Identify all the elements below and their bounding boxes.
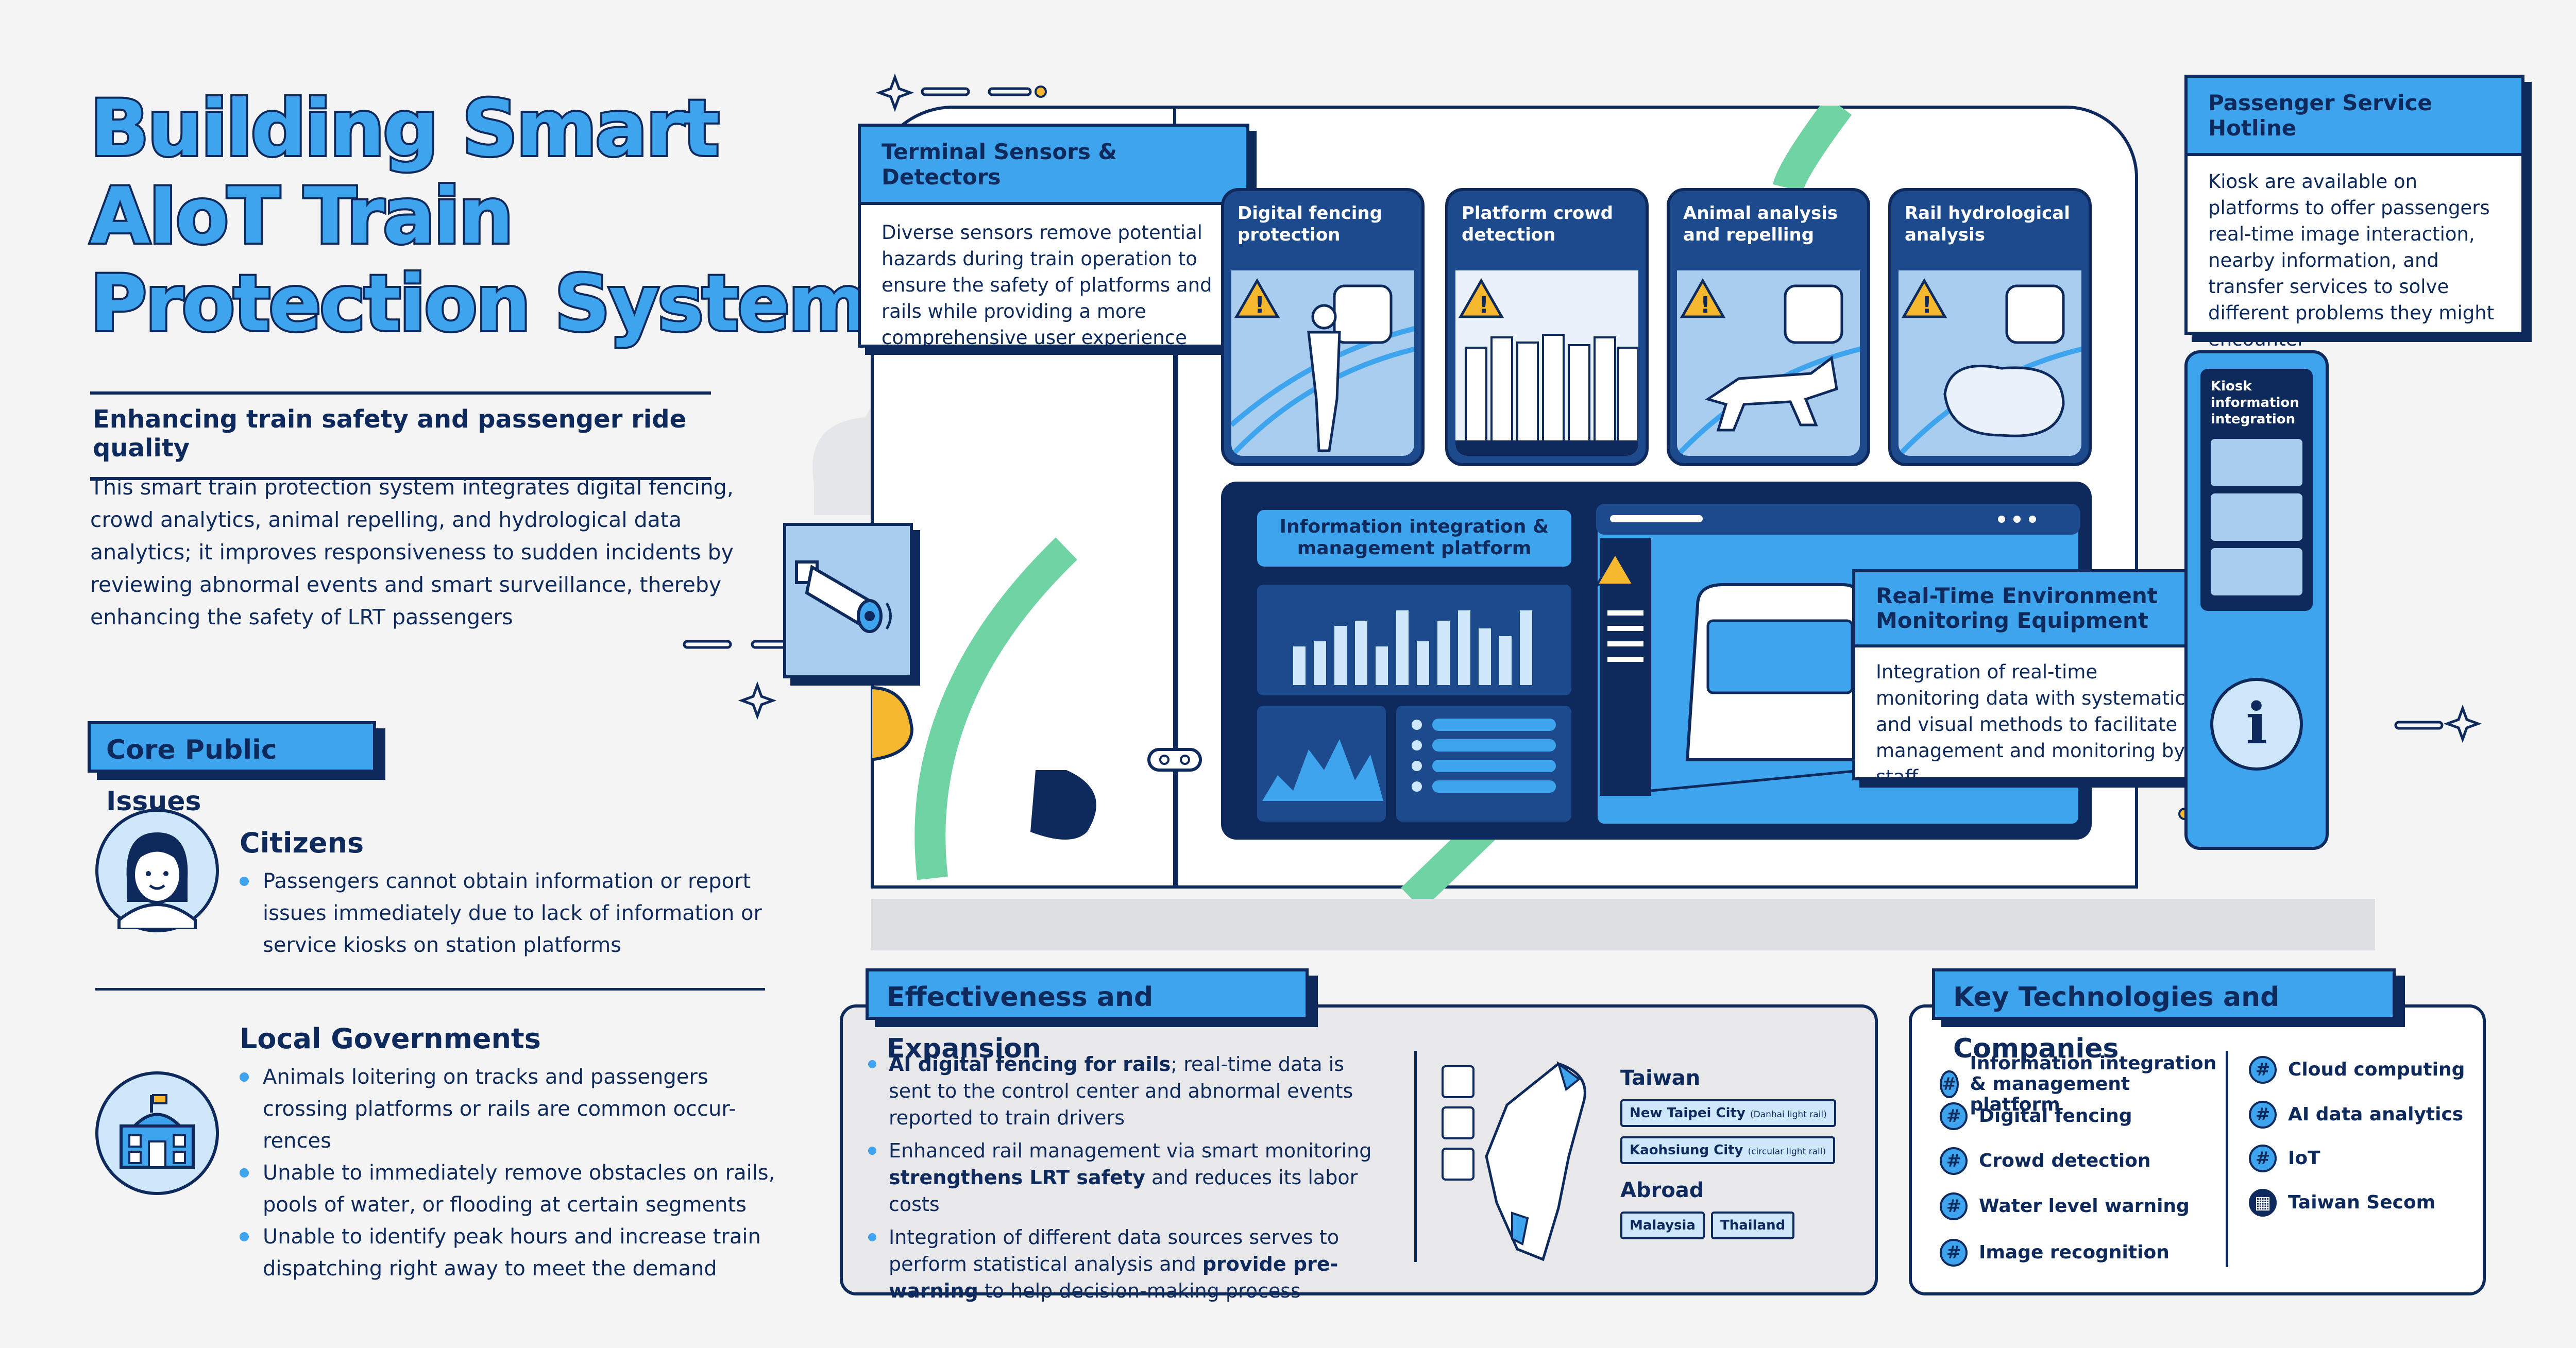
terminal-sensors-title: Terminal Sensors & Detectors — [861, 127, 1246, 205]
hash-icon: # — [2249, 1101, 2277, 1129]
svg-text:!: ! — [1255, 292, 1265, 318]
effectiveness-item: Enhanced rail management via smart monit… — [868, 1137, 1383, 1218]
abroad-label: Abroad — [1620, 1179, 1704, 1202]
management-platform-label: Information integration & management pla… — [1257, 510, 1571, 567]
station-platform — [871, 899, 2375, 950]
taiwan-label: Taiwan — [1620, 1066, 1701, 1090]
tech-item: #Cloud computing — [2249, 1056, 2470, 1084]
core-public-issues-tag: Core Public Issues — [88, 721, 376, 817]
citizens-bullet: Passengers cannot obtain information or … — [240, 865, 781, 961]
effectiveness-divider — [1414, 1051, 1417, 1262]
citizens-heading: Citizens — [240, 827, 364, 859]
key-technologies-panel — [1909, 1004, 2486, 1295]
effectiveness-item: Integration of different data sources se… — [868, 1224, 1383, 1304]
scene-card-rail-hydrological: Rail hydrological analysis ! — [1888, 188, 2092, 466]
hash-icon: # — [1940, 1102, 1968, 1130]
hash-icon: # — [1940, 1070, 1959, 1098]
monitoring-equipment-body: Integration of real-time monitoring data… — [1876, 661, 2185, 788]
terminal-sensors-body: Diverse sensors remove potential hazards… — [882, 221, 1212, 349]
scene-label: Rail hydrological analysis — [1905, 203, 2070, 245]
hash-icon: # — [2249, 1056, 2277, 1084]
hash-icon: # — [1940, 1239, 1968, 1267]
person-on-track-icon: ! — [1231, 278, 1414, 456]
kiosk-info-label: Kiosk information integration — [2211, 379, 2299, 427]
scene-card-crowd-detection: Platform crowd detection ! — [1445, 188, 1649, 466]
location-chip-thailand: Thailand — [1710, 1212, 1795, 1239]
scene-card-digital-fencing: Digital fencing protection ! — [1221, 188, 1425, 466]
location-chip-kaohsiung: Kaohsiung City (circular light rail) — [1620, 1136, 1836, 1164]
kiosk-clock-row — [2211, 548, 2302, 595]
kiosk-bus-row — [2211, 439, 2302, 486]
info-icon[interactable]: i — [2210, 678, 2303, 771]
passenger-hotline-card: Passenger Service Hotline Kiosk are avai… — [2184, 75, 2524, 350]
scene-card-animal-analysis: Animal analysis and repelling ! — [1667, 188, 1870, 466]
building-logo-icon: ▦ — [2249, 1189, 2277, 1217]
tech-divider — [2226, 1051, 2228, 1267]
svg-text:!: ! — [1479, 292, 1489, 318]
effectiveness-item: AI digital fencing for rails; real-time … — [868, 1051, 1383, 1131]
tech-item: ▦Taiwan Secom — [2249, 1189, 2470, 1217]
scene-label: Digital fencing protection — [1238, 203, 1382, 245]
svg-text:!: ! — [1922, 292, 1932, 318]
animal-on-track-icon: ! — [1677, 278, 1860, 456]
location-chip-new-taipei: New Taipei City (Danhai light rail) — [1620, 1099, 1836, 1127]
dashboard-charts — [1257, 585, 1571, 822]
page-title: Building Smart AIoT Train Protection Sys… — [88, 83, 871, 350]
passenger-hotline-title: Passenger Service Hotline — [2188, 78, 2521, 156]
issues-divider — [95, 988, 765, 991]
scene-label: Platform crowd detection — [1462, 203, 1613, 245]
svg-text:!: ! — [1700, 292, 1710, 318]
tech-item: #Crowd detection — [1940, 1147, 2218, 1175]
governments-bullet: Animals loitering on tracks and passenge… — [240, 1061, 781, 1157]
security-camera-icon — [783, 523, 913, 678]
tech-item: #IoT — [2249, 1145, 2470, 1172]
effectiveness-tag: Effectiveness and Expansion — [866, 968, 1309, 1064]
citizen-avatar-icon — [95, 809, 219, 932]
kiosk-illustration: Kiosk information integration i — [2184, 350, 2329, 850]
intro-paragraph: This smart train protection system integ… — [90, 475, 734, 629]
hash-icon: # — [1940, 1192, 1968, 1220]
crowd-icon: ! — [1455, 278, 1638, 456]
terminal-sensors-card: Terminal Sensors & Detectors Diverse sen… — [858, 124, 1249, 349]
hash-icon: # — [1940, 1147, 1968, 1175]
hash-icon: # — [2249, 1145, 2277, 1172]
location-chip-malaysia: Malaysia — [1620, 1212, 1705, 1239]
tech-item: #AI data analytics — [2249, 1101, 2470, 1129]
governments-bullet: Unable to immediately remove obstacles o… — [240, 1157, 781, 1221]
governments-bullet: Unable to identify peak hours and increa… — [240, 1221, 781, 1285]
kiosk-map-row — [2211, 493, 2302, 541]
deployment-locations: Taiwan New Taipei City (Danhai light rai… — [1620, 1066, 1868, 1239]
tech-item: #Water level warning — [1940, 1192, 2218, 1220]
government-building-icon — [95, 1071, 219, 1195]
tech-item: #Digital fencing — [1940, 1102, 2218, 1130]
key-technologies-tag: Key Technologies and Companies — [1932, 968, 2396, 1064]
tech-item: #Information integration & management pl… — [1940, 1053, 2218, 1115]
water-puddle-icon: ! — [1899, 278, 2081, 456]
passenger-hotline-body: Kiosk are available on platforms to offe… — [2208, 170, 2495, 350]
local-governments-heading: Local Governments — [240, 1022, 541, 1055]
monitoring-equipment-title: Real-Time Environment Monitoring Equipme… — [1855, 572, 2217, 647]
tech-item: #Image recognition — [1940, 1239, 2218, 1267]
monitoring-equipment-card: Real-Time Environment Monitoring Equipme… — [1852, 569, 2221, 788]
page-subtitle: Enhancing train safety and passenger rid… — [90, 391, 711, 480]
taiwan-map-icon — [1442, 1061, 1586, 1261]
scene-label: Animal analysis and repelling — [1683, 203, 1838, 245]
effectiveness-list: AI digital fencing for rails; real-time … — [868, 1051, 1383, 1310]
